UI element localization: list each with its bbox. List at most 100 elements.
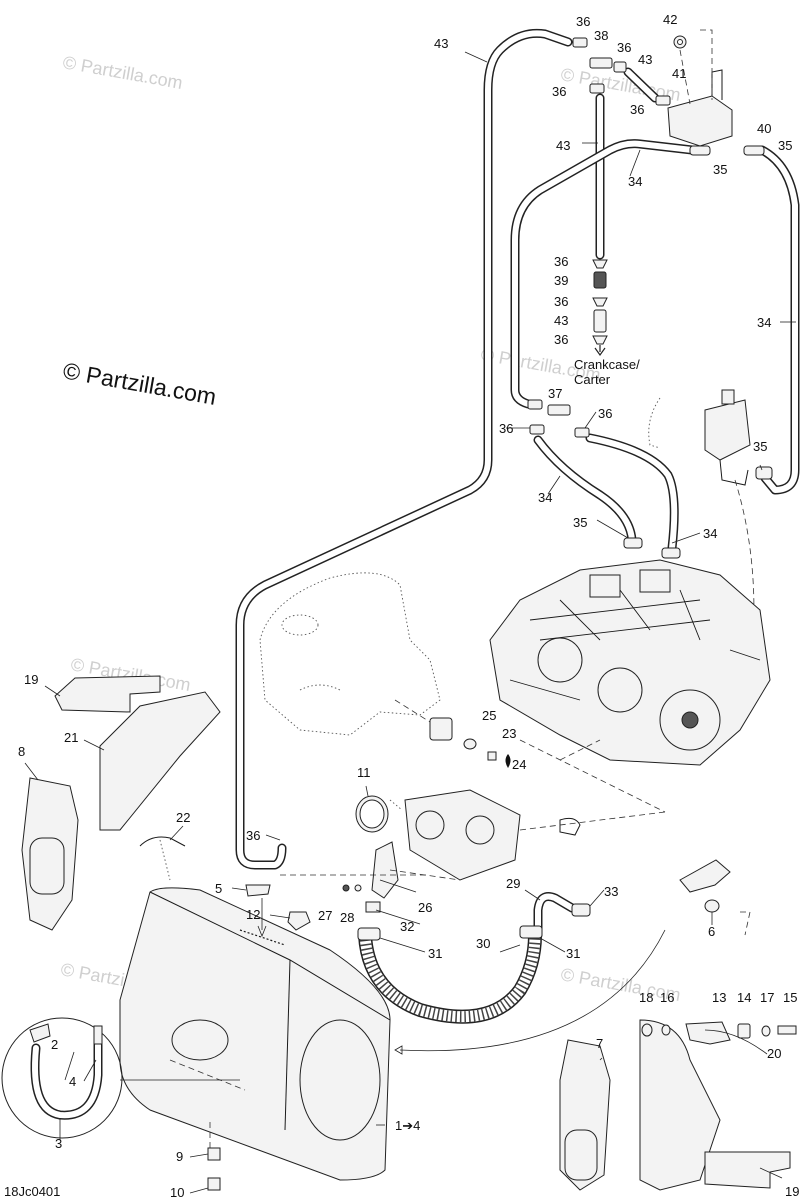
callout-30: 30 [476,936,490,951]
callout-36: 36 [554,254,568,269]
callout-8: 8 [18,744,25,759]
carter-label: Carter [574,372,611,387]
callout-36: 36 [630,102,644,117]
callout-28: 28 [340,910,354,925]
callout-40: 40 [757,121,771,136]
callout-34: 34 [757,315,771,330]
callout-15: 15 [783,990,797,1005]
hose-clamps [357,903,591,941]
oil-tank-assembly [648,389,773,656]
callout-23: 23 [502,726,516,741]
clamp-36 [589,83,605,94]
sensor-26 [371,841,399,899]
spacer-14 [737,1023,751,1039]
drain-parts [207,1147,221,1191]
callout-35: 35 [778,138,792,153]
callout-36: 36 [552,84,566,99]
clamp-36 [592,297,608,307]
callout-34: 34 [628,174,642,189]
callout-17: 17 [760,990,774,1005]
clamp-36 [613,61,627,73]
fitting-38 [589,57,613,69]
callout-37: 37 [548,386,562,401]
callout-39: 39 [554,273,568,288]
mount-6a [679,859,731,893]
watermark-layer: © Partzilla.com © Partzilla.com © Partzi… [59,52,682,1005]
hose-34-lower-left [533,435,637,545]
callout-36: 36 [554,294,568,309]
callout-29: 29 [506,876,520,891]
callout-22: 22 [176,810,190,825]
watermark: © Partzilla.com [61,52,184,93]
hose-43-short [593,309,607,333]
hose-3 [30,1040,103,1120]
callout-9: 9 [176,1149,183,1164]
clamp-36 [572,37,588,48]
clamp-35 [755,466,773,480]
callout-25: 25 [482,708,496,723]
bracket-13 [685,1021,731,1045]
callout-2: 2 [51,1037,58,1052]
callout-35: 35 [713,162,727,177]
callout-34: 34 [538,490,552,505]
callout-31: 31 [428,946,442,961]
callout-labels: 36 38 36 42 41 43 43 36 36 40 35 43 35 3… [4,12,799,1200]
callout-14: 14 [737,990,751,1005]
callout-21: 21 [64,730,78,745]
callout-42: 42 [663,12,677,27]
callout-3: 3 [55,1136,62,1151]
hose-43-short [623,67,660,103]
callout-10: 10 [170,1185,184,1200]
callout-35: 35 [573,515,587,530]
upper-fittings [572,29,765,156]
crankcase-label: Crankcase/ [574,357,640,372]
hose-30-corrugated [358,928,542,1024]
callout-27: 27 [318,908,332,923]
callout-43: 43 [638,52,652,67]
callout-6: 6 [708,924,715,939]
plug-9 [207,1147,221,1161]
hose-34-left [510,139,697,409]
crankcase-fittings [592,259,608,357]
callout-1-4: 1➔4 [395,1118,420,1133]
callout-36: 36 [576,14,590,29]
hose-43-long [235,28,573,870]
detail-inset [1,1017,240,1139]
callout-43: 43 [556,138,570,153]
clamp-33 [571,903,591,917]
grommet-32 [365,901,381,913]
callout-13: 13 [712,990,726,1005]
clamp-36 [655,95,671,106]
clamp-35 [743,145,765,156]
callout-18: 18 [639,990,653,1005]
pump-housing [259,572,453,741]
leader-lines [24,51,796,1194]
callout-20: 20 [767,1046,781,1061]
clamp-31 [357,927,381,941]
callout-4: 4 [69,1074,76,1089]
clamp-34-clamp [661,547,681,559]
pad-19-top [54,675,161,713]
hose-34-lower-right [585,433,679,553]
valve-39 [593,271,607,289]
t-fitting-group [527,399,681,559]
bolt-15 [777,1025,797,1035]
clamp-36 [592,335,608,345]
washer-28 [354,884,362,892]
callout-41: 41 [672,66,686,81]
panels [21,675,791,1191]
hose-29 [533,892,577,940]
watermark-main: © Partzilla.com [61,357,218,410]
callout-38: 38 [594,28,608,43]
clamp-35 [623,537,643,549]
engine-block [489,559,771,766]
fuel-tank [119,887,391,1181]
screw-27 [342,884,350,892]
callout-43: 43 [554,313,568,328]
bracket-parts [641,859,797,1045]
callout-35: 35 [753,439,767,454]
callout-12: 12 [246,907,260,922]
washer-17 [761,1025,771,1037]
callout-36: 36 [617,40,631,55]
